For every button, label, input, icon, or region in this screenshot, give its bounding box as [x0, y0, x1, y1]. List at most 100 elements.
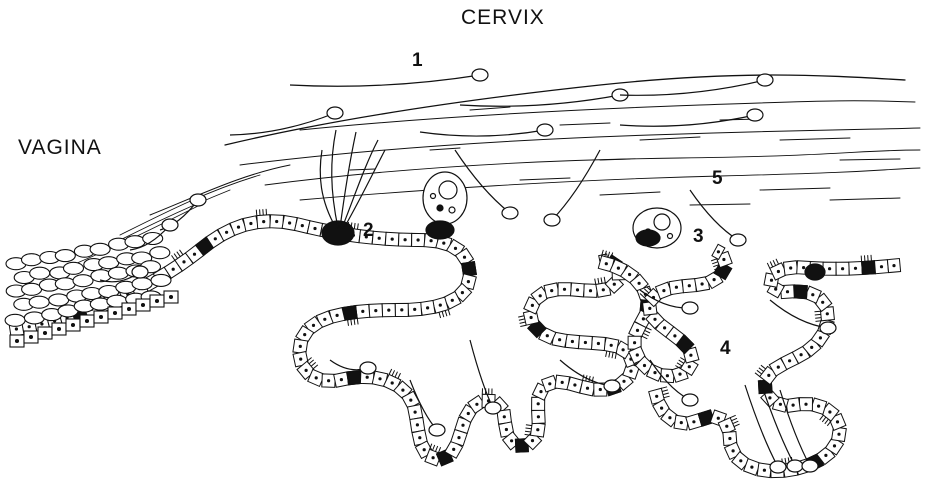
cilia — [604, 277, 605, 283]
sperm-head — [802, 460, 818, 472]
sperm-head — [770, 461, 786, 473]
cell-nucleus — [467, 280, 470, 283]
cell-nucleus — [237, 226, 240, 229]
cell-nucleus — [391, 381, 394, 384]
cell-nucleus — [563, 288, 566, 291]
cilia — [526, 428, 532, 429]
sperm-head — [544, 214, 560, 226]
cell-nucleus — [378, 377, 381, 380]
basal-nucleus — [142, 304, 145, 307]
cell-nucleus — [461, 291, 464, 294]
cell-nucleus — [636, 353, 639, 356]
cell-nucleus — [826, 312, 829, 315]
cell-nucleus — [374, 309, 377, 312]
cilia — [662, 390, 668, 392]
cell-nucleus — [662, 289, 665, 292]
cell-nucleus — [576, 288, 579, 291]
cilia — [643, 333, 648, 336]
cell-nucleus — [692, 420, 695, 423]
cell-nucleus — [262, 220, 265, 223]
cell-nucleus — [750, 466, 753, 469]
cell-nucleus — [643, 364, 646, 367]
cell-nucleus — [336, 314, 339, 317]
cilia — [172, 255, 175, 260]
squamous-cell — [125, 236, 145, 248]
basal-nucleus — [72, 324, 75, 327]
squamous-cell — [73, 275, 93, 287]
squamous-cell — [49, 294, 69, 306]
cell-nucleus — [800, 353, 803, 356]
cell-nucleus — [792, 404, 795, 407]
cell-nucleus — [701, 282, 704, 285]
cilia — [601, 278, 602, 284]
cell-nucleus — [548, 382, 551, 385]
sperm-head — [472, 69, 488, 81]
cilia — [448, 310, 450, 316]
cell-nucleus — [214, 237, 217, 240]
cell-nucleus — [558, 338, 561, 341]
cell-nucleus — [172, 268, 175, 271]
squamous-cell — [29, 296, 49, 308]
cell-nucleus — [537, 415, 540, 418]
cell-nucleus — [663, 326, 666, 329]
cell-nucleus — [610, 344, 613, 347]
cell-nucleus — [537, 402, 540, 405]
cell-nucleus — [15, 327, 18, 330]
cilia — [785, 458, 786, 464]
sperm-head — [682, 302, 698, 314]
cilia — [679, 360, 684, 363]
sperm-head — [537, 124, 553, 136]
basal-nucleus — [58, 328, 61, 331]
cell-nucleus — [786, 290, 789, 293]
cell-nucleus — [299, 358, 302, 361]
cilia — [526, 425, 532, 426]
cell-nucleus — [673, 334, 676, 337]
cervix-label: CERVIX — [461, 6, 545, 30]
cell-nucleus — [713, 278, 716, 281]
cell-nucleus — [546, 334, 549, 337]
cilia — [313, 365, 318, 369]
cell-nucleus — [689, 354, 692, 357]
cell-nucleus — [722, 258, 725, 261]
label-2: 2 — [363, 220, 375, 242]
basal-nucleus — [30, 336, 33, 339]
sperm-head — [190, 194, 206, 206]
cilia — [180, 250, 183, 255]
cell-nucleus — [452, 448, 455, 451]
squamous-cell — [150, 247, 170, 259]
cell-nucleus — [539, 294, 542, 297]
cell-nucleus — [633, 341, 636, 344]
cell-nucleus — [391, 238, 394, 241]
cell-nucleus — [442, 242, 445, 245]
cilia — [358, 223, 359, 229]
cell-nucleus — [467, 412, 470, 415]
cell-nucleus — [599, 388, 602, 391]
cell-nucleus — [717, 250, 720, 253]
cell-nucleus — [688, 365, 691, 368]
label-3: 3 — [693, 226, 705, 248]
cell-nucleus — [837, 433, 840, 436]
sperm-head — [787, 460, 803, 472]
cell-nucleus — [841, 267, 844, 270]
cilia — [519, 319, 525, 320]
cell-nucleus — [605, 262, 608, 265]
cilia — [712, 262, 718, 264]
squamous-cell — [143, 233, 163, 245]
cell-nucleus — [732, 449, 735, 452]
cell-nucleus — [400, 308, 403, 311]
cell-nucleus — [680, 421, 683, 424]
cilia — [309, 360, 314, 364]
cell-nucleus — [763, 469, 766, 472]
cell-nucleus — [653, 371, 656, 374]
cell-nucleus — [340, 378, 343, 381]
cell-nucleus — [531, 304, 534, 307]
sperm-tail — [460, 95, 620, 106]
cilia — [645, 330, 650, 333]
cilia — [398, 373, 401, 378]
cilia — [767, 263, 770, 268]
cilia — [518, 316, 524, 317]
cilia — [354, 223, 355, 229]
cell-nucleus — [550, 289, 553, 292]
cell-nucleus — [678, 373, 681, 376]
